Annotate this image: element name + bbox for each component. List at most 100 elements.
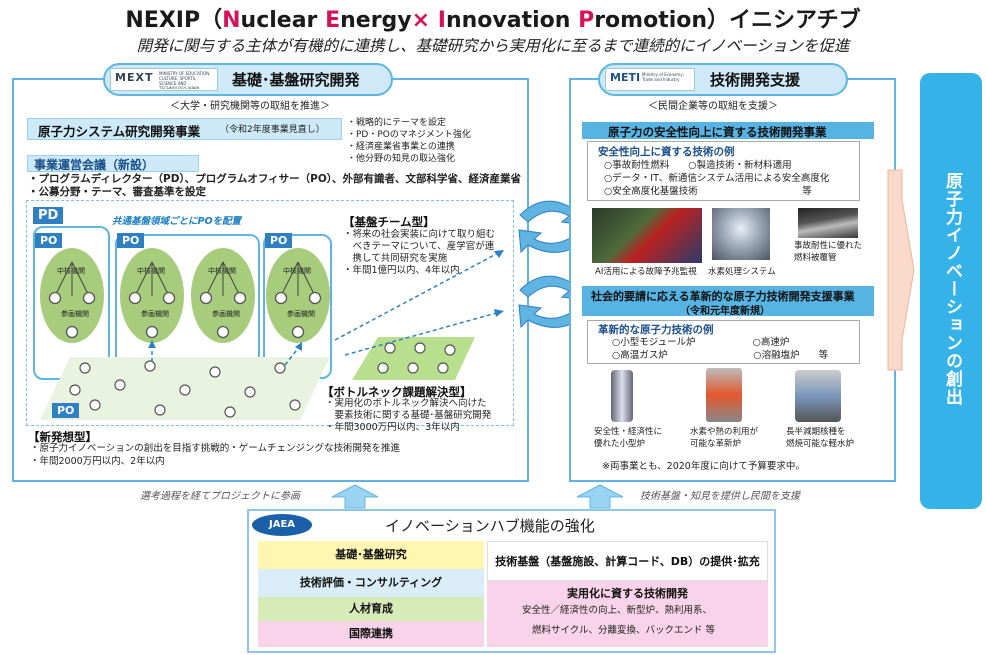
project-title: 原子力システム研究開発事業 (38, 124, 201, 139)
jaea-logo: JAEA (252, 514, 312, 536)
meti-subheading: ＜民間企業等の取組を支援＞ (648, 101, 778, 112)
po-note: 共通基盤領域ごとにPOを配置 (112, 216, 242, 227)
caption-line: 長半減期核種を (786, 427, 846, 437)
jaea-hr: 人材育成 (258, 597, 484, 621)
reactor-caption: 安全性・経済性に優れた小型炉 (594, 426, 662, 450)
bullet-item: ・経済産業省事業との連携 (347, 142, 455, 152)
caption-line: 燃焼可能な軽水炉 (786, 439, 855, 449)
safety-project-title: 原子力の安全性向上に資する技術開発事業 (608, 125, 827, 139)
reactor-caption: 長半減期核種を燃焼可能な軽水炉 (786, 426, 854, 450)
safety-example-line: ○事故耐性燃料 ○製造技術・新材料適用 (604, 160, 792, 171)
mext-subheading: ＜大学・研究機関等の取組を推進＞ (170, 101, 330, 112)
mext-logo: MEXT MINISTRY OF EDUCATION, CULTURE, SPO… (110, 68, 218, 91)
strategy-bullets: ・戦略的にテーマを設定 ・PD・POのマネジメント強化 ・経済産業省事業との連携… (347, 117, 471, 165)
safety-example-line: ○データ・IT、新通信システム活用による安全高度化 (604, 173, 830, 184)
innovative-reactor-image (706, 368, 742, 422)
light-water-reactor-image (795, 370, 841, 422)
innovative-project-title: 社会的要請に応える革新的な原子力技術開発支援事業 (591, 290, 855, 303)
photo-caption: 事故耐性に優れた燃料被覆管 (794, 241, 863, 263)
mext-logo-text: MEXT (115, 71, 154, 84)
safety-project-band (582, 122, 874, 139)
innovation-arrow-svg (887, 169, 915, 371)
small-reactor-image (611, 370, 633, 422)
core-institution-label: 中核機関 (57, 267, 85, 275)
bottleneck-description: ・実用化のボトルネック解決へ向けた 要素技術に関する基礎･基盤研究開発 ・年間3… (325, 398, 491, 434)
page-subtitle: 開発に関与する主体が有機的に連携し、基礎研究から実用化に至るまで連続的にイノベー… (136, 37, 850, 55)
po-label: PO (35, 233, 63, 248)
core-institution-label: 中核機関 (137, 267, 165, 275)
participant-label: 参画機関 (212, 310, 240, 318)
po-label: PO (265, 233, 293, 248)
photo-caption: 水素処理システム (708, 267, 776, 277)
meti-logo-text: METI (610, 71, 641, 84)
reactor-caption: 水素や熱の利用が可能な革新炉 (690, 426, 758, 450)
kiban-title: 【基盤チーム型】 (343, 215, 435, 229)
caption-line: 優れた小型炉 (594, 439, 646, 449)
jaea-basic-research: 基礎･基盤研究 (258, 541, 484, 569)
jaea-practical-title: 実用化に資する技術開発 (567, 587, 688, 600)
bullet-item: ・戦略的にテーマを設定 (347, 118, 447, 128)
meti-logo-sub: Ministry of Economy, Trade and Industry (642, 72, 684, 82)
meti-title: 技術開発支援 (710, 71, 801, 89)
page-title: NEXIP（Nuclear Energy× Innovation Promoti… (125, 8, 861, 33)
meti-logo: METI Ministry of Economy, Trade and Indu… (605, 68, 695, 91)
bottleneck-line: ・実用化のボトルネック解決へ向けた (325, 398, 487, 409)
kiban-description: ・将来の社会実装に向けて取り組む べきテーマについて、産学官が連 携して共同研究… (343, 229, 495, 277)
innovation-creation-label: 原子力イノベーションの創出 (942, 172, 962, 406)
council-box (27, 155, 199, 172)
cladding-tube-photo (798, 208, 858, 238)
po-label-bottom: PO (52, 403, 80, 418)
photo-caption: AI活用による故障予兆監視 (595, 267, 697, 277)
core-institution-label: 中核機関 (283, 267, 311, 275)
bottleneck-line: ・年間3000万円以内、3年以内 (325, 422, 460, 433)
mext-title: 基礎･基盤研究開発 (232, 71, 360, 89)
innovative-example-line: ○高温ガス炉 ○溶融塩炉 等 (612, 350, 829, 361)
jaea-consulting: 技術評価・コンサルティング (258, 569, 484, 597)
jaea-logo-text: JAEA (268, 519, 296, 530)
project-note: （令和2年度事業見直し） (220, 125, 325, 135)
council-line-2: ・公募分野・テーマ、審査基準を設定 (28, 186, 206, 198)
bottleneck-title: 【ボトルネック課題解決型】 (322, 385, 472, 399)
innovative-example-line: ○小型モジュール炉 ○高速炉 (612, 337, 790, 348)
bullet-item: ・PD・POのマネジメント強化 (347, 130, 471, 140)
team-diagram-region (26, 200, 514, 426)
mext-logo-sub: MINISTRY OF EDUCATION, CULTURE, SPORTS, … (159, 71, 211, 89)
core-institution-label: 中核機関 (208, 267, 236, 275)
caption-line: 安全性・経済性に (594, 427, 663, 437)
safety-examples-title: 安全性向上に資する技術の例 (598, 146, 735, 158)
new-idea-line: ・年間2000万円以内、2年以内 (30, 456, 165, 467)
pd-label: PD (33, 207, 64, 224)
innovative-project-year: （令和元年度新規） (680, 306, 770, 317)
innovative-project-band (582, 286, 874, 316)
jaea-international: 国際連携 (258, 621, 484, 647)
new-idea-title: 【新発想型】 (28, 430, 97, 444)
council-title: 事業運営会議（新設） (34, 158, 155, 172)
safety-example-line: ○安全高度化基盤技術 等 (604, 186, 812, 197)
hydrogen-system-photo (712, 208, 770, 260)
innovative-examples-box (587, 320, 860, 364)
po-label: PO (117, 233, 145, 248)
kiban-line: ・年間1億円以内、4年以内 (343, 265, 460, 276)
project-box (27, 118, 342, 140)
caption-line: 可能な革新炉 (690, 439, 742, 449)
jaea-title: イノベーションハブ機能の強化 (385, 517, 595, 535)
jaea-practical-line: 燃料サイクル、分離変換、バックエンド 等 (532, 625, 716, 636)
jaea-infrastructure: 技術基盤（基盤施設、計算コード、DB）の提供･拡充 (487, 541, 768, 581)
participant-label: 参画機関 (141, 310, 169, 318)
innovation-creation-box (920, 73, 982, 509)
council-line-1: ・プログラムディレクター（PD）、プログラムオフィサー（PO）、外部有識者、文部… (28, 173, 522, 185)
budget-note: ※両事業とも、2020年度に向けて予算要求中。 (602, 461, 805, 472)
innovative-examples-title: 革新的な原子力技術の例 (598, 324, 714, 336)
bottleneck-line: 要素技術に関する基礎･基盤研究開発 (325, 410, 492, 421)
participant-label: 参画機関 (61, 310, 89, 318)
kiban-line: 携して共同研究を実施 (343, 253, 448, 264)
new-idea-line: ・原子力イノベーションの創出を目指す挑戦的・ゲームチェンジングな技術開発を推進 (30, 443, 401, 454)
safety-examples-box (587, 141, 860, 201)
flow-right-text: 技術基盤・知見を提供し民間を支援 (640, 491, 800, 502)
bullet-item: ・他分野の知見の取込強化 (347, 154, 456, 164)
ai-monitoring-photo (592, 208, 702, 263)
kiban-line: ・将来の社会実装に向けて取り組む (343, 229, 496, 240)
jaea-practical-box (487, 581, 768, 647)
